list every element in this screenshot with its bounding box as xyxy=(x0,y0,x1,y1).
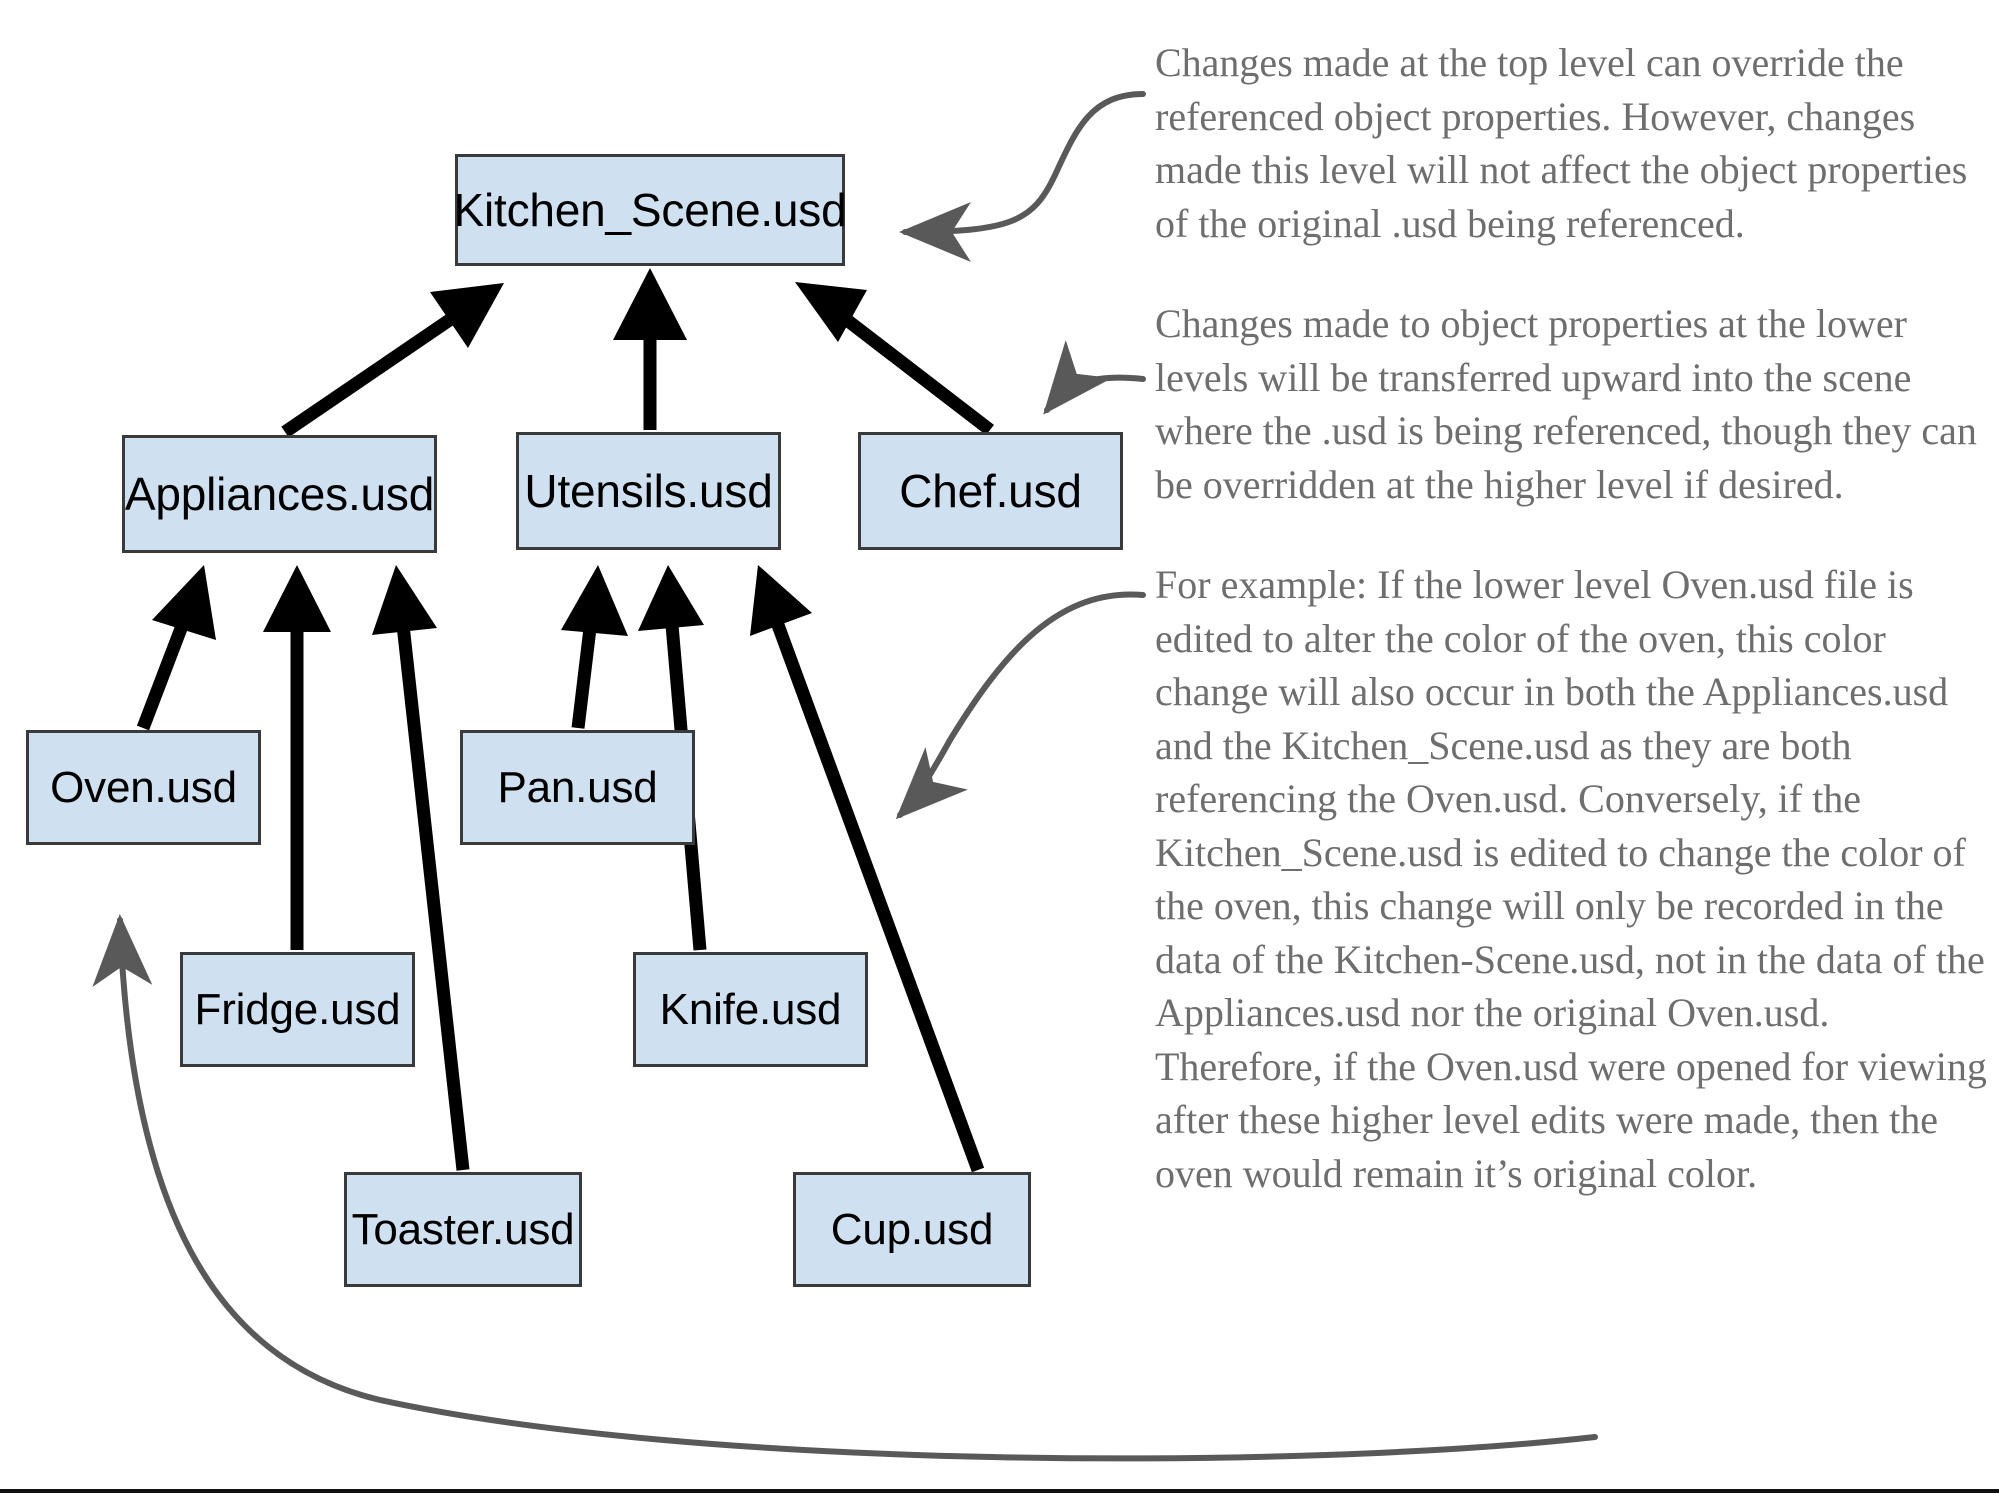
annotation-notes: Changes made at the top level can overri… xyxy=(1155,36,1995,1200)
callout-arrow-4 xyxy=(92,914,1598,1462)
annotation-paragraph-1: Changes made at the top level can overri… xyxy=(1155,40,1968,246)
edge-toaster-to-appliances xyxy=(372,565,470,1171)
node-knife[interactable]: Knife.usd xyxy=(633,952,868,1067)
page-bottom-rule xyxy=(0,1489,1999,1493)
node-label: Cup.usd xyxy=(830,1204,994,1254)
node-label: Utensils.usd xyxy=(524,465,773,517)
node-pan[interactable]: Pan.usd xyxy=(460,730,695,845)
edge-fridge-to-appliances xyxy=(263,565,331,950)
callout-arrow-1 xyxy=(899,91,1146,262)
node-label: Pan.usd xyxy=(497,762,658,812)
node-label: Chef.usd xyxy=(899,465,1082,517)
node-cup[interactable]: Cup.usd xyxy=(793,1172,1031,1287)
node-label: Appliances.usd xyxy=(124,468,435,520)
edge-chef-to-kitchen xyxy=(795,282,994,436)
node-kitchen-scene[interactable]: Kitchen_Scene.usd xyxy=(453,154,847,266)
edge-utensils-to-kitchen xyxy=(613,268,687,430)
edge-cup-to-utensils xyxy=(750,565,985,1173)
node-label: Fridge.usd xyxy=(194,984,401,1034)
edge-appliances-to-kitchen xyxy=(281,283,504,438)
callout-arrow-3 xyxy=(895,591,1146,820)
node-oven[interactable]: Oven.usd xyxy=(26,730,261,845)
callout-arrow-2 xyxy=(1043,339,1146,415)
node-fridge[interactable]: Fridge.usd xyxy=(180,952,415,1067)
edge-oven-to-appliances xyxy=(136,565,216,731)
edge-pan-to-utensils xyxy=(561,565,628,729)
annotation-paragraph-3: For example: If the lower level Oven.usd… xyxy=(1155,562,1987,1196)
node-toaster[interactable]: Toaster.usd xyxy=(344,1172,582,1287)
node-label: Kitchen_Scene.usd xyxy=(453,184,847,236)
node-label: Toaster.usd xyxy=(351,1204,575,1254)
annotation-paragraph-2: Changes made to object properties at the… xyxy=(1155,301,1977,507)
node-utensils[interactable]: Utensils.usd xyxy=(516,432,781,550)
node-chef[interactable]: Chef.usd xyxy=(858,432,1123,550)
node-label: Oven.usd xyxy=(50,762,237,812)
node-label: Knife.usd xyxy=(659,984,842,1034)
node-appliances[interactable]: Appliances.usd xyxy=(122,435,437,553)
